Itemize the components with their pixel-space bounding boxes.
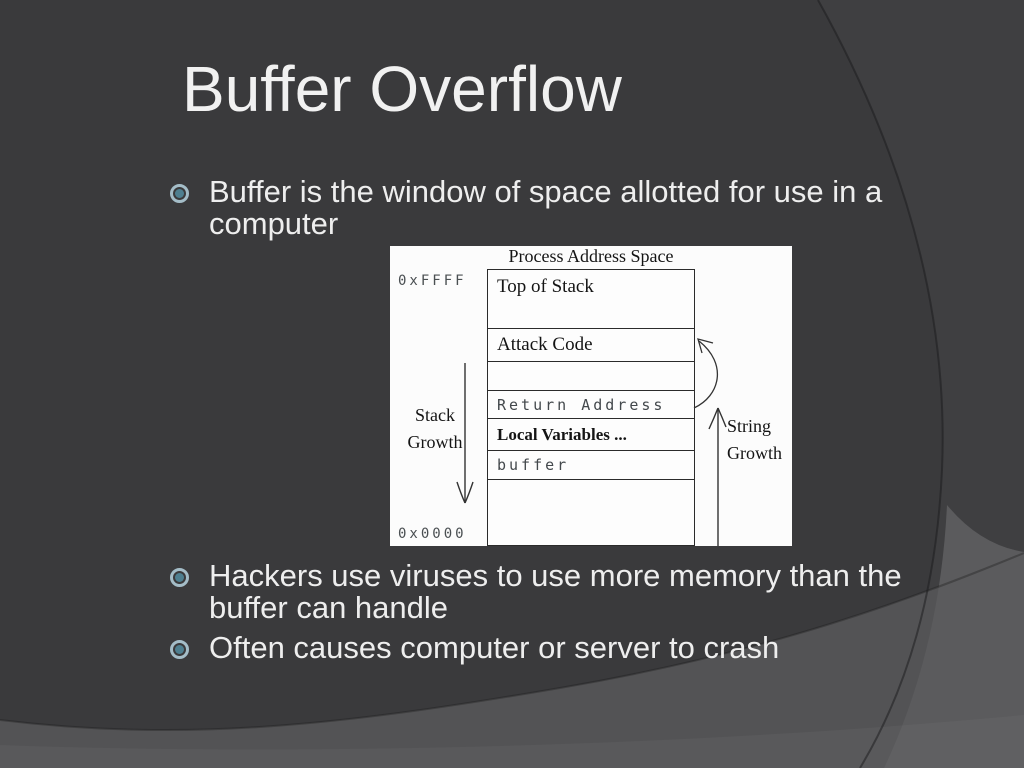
bullet-icon <box>170 568 189 587</box>
overflow-curved-arrow <box>693 338 718 409</box>
slide-title: Buffer Overflow <box>182 53 622 125</box>
address-top-label: 0xFFFF <box>398 273 467 289</box>
stack-growth-label: Stack Growth <box>407 405 463 452</box>
bullet-text: Often causes computer or server to crash <box>209 632 779 664</box>
bullet-item-3: Often causes computer or server to crash <box>170 632 970 664</box>
bullet-icon <box>170 184 189 203</box>
bullet-line: computer <box>209 206 339 241</box>
memory-layout-diagram: Process Address Space 0xFFFF 0x0000 Top … <box>390 246 792 546</box>
bullet-text: Hackers use viruses to use more memory t… <box>209 560 902 624</box>
diagram-arrows <box>456 338 727 546</box>
bullet-item-2: Hackers use viruses to use more memory t… <box>170 560 970 624</box>
stack-growth-arrow <box>456 363 474 504</box>
address-bottom-label: 0x0000 <box>398 526 467 542</box>
string-growth-label: String Growth <box>727 416 782 463</box>
stack-row-attack-code: Attack Code <box>488 329 694 362</box>
swoosh-arc-line <box>817 0 944 768</box>
stack-row-buffer: buffer <box>488 451 694 480</box>
stack-row-empty <box>488 362 694 391</box>
swoosh-light-region <box>0 553 1024 768</box>
diagram-title: Process Address Space <box>508 246 674 266</box>
bullet-line: Buffer is the window of space allotted f… <box>209 174 883 209</box>
bullet-line: Often causes computer or server to crash <box>209 630 780 665</box>
bullet-line: buffer can handle <box>209 590 449 625</box>
swoosh-corner-region <box>884 505 1024 768</box>
bullet-icon <box>170 640 189 659</box>
bullet-line: Hackers use viruses to use more memory t… <box>209 558 902 593</box>
stack-row-top-of-stack: Top of Stack <box>488 270 694 329</box>
bullet-item-1: Buffer is the window of space allotted f… <box>170 176 970 240</box>
bullet-text: Buffer is the window of space allotted f… <box>209 176 882 240</box>
stack-row-return-address: Return Address <box>488 391 694 419</box>
swoosh-edge-line <box>0 552 1024 732</box>
string-growth-arrow <box>708 407 727 546</box>
stack-row-local-variables: Local Variables ... <box>488 419 694 451</box>
stack-table: Top of Stack Attack Code Return Address … <box>487 269 695 546</box>
